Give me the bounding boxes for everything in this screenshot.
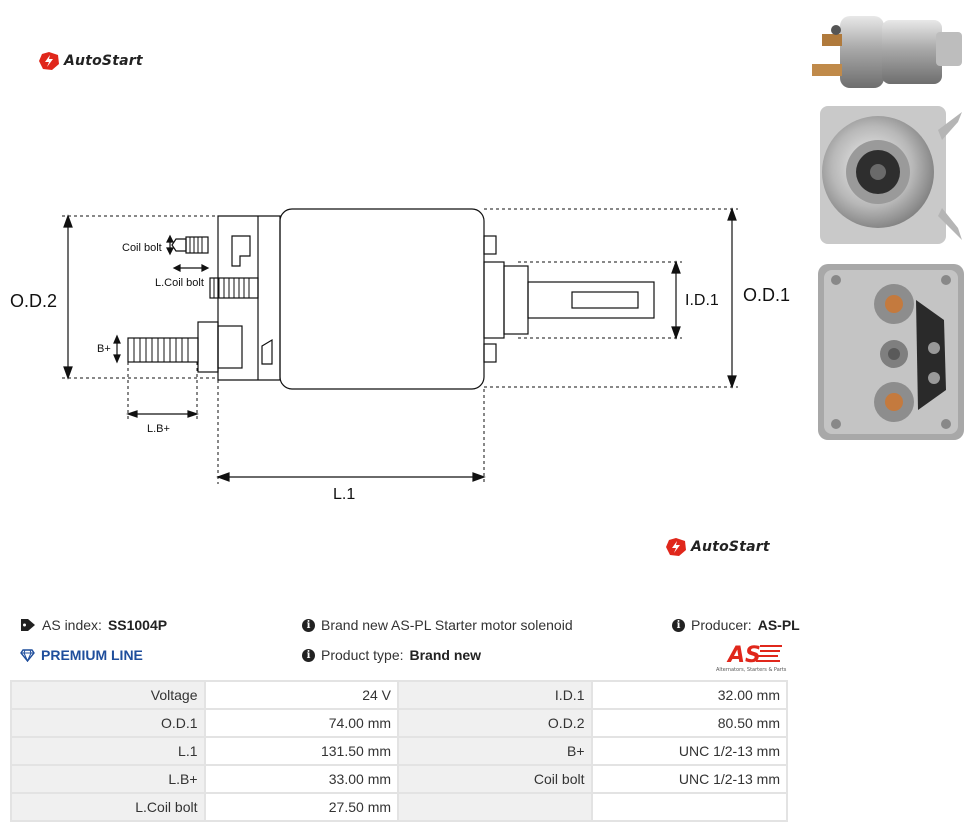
spec-label: Coil bolt	[397, 764, 593, 794]
table-row: O.D.1 74.00 mm O.D.2 80.50 mm	[10, 708, 788, 738]
as-pl-logo: AS Alternators, Starters & Parts	[716, 643, 787, 673]
autostart-logo-bottom: AutoStart	[665, 537, 770, 557]
spec-value	[590, 792, 788, 822]
info-icon: i	[672, 618, 685, 632]
diamond-icon	[20, 648, 35, 662]
autostart-logo: AutoStart	[38, 51, 143, 71]
solenoid-terminal-photo	[818, 264, 964, 440]
solenoid-body	[279, 208, 485, 390]
producer-label: Producer:	[691, 617, 752, 633]
spec-label: L.1	[10, 736, 206, 766]
spec-label: O.D.1	[10, 708, 206, 738]
tag-icon	[21, 619, 35, 631]
as-pl-logo-tagline: Alternators, Starters & Parts	[716, 667, 787, 673]
label-b-plus: B+	[97, 343, 111, 355]
label-od2: O.D.2	[10, 291, 57, 311]
spec-value: 80.50 mm	[590, 708, 788, 738]
table-row: L.Coil bolt 27.50 mm	[10, 792, 788, 822]
coil-bolt-shape	[185, 236, 209, 254]
table-row: Voltage 24 V I.D.1 32.00 mm	[10, 680, 788, 710]
spec-label: L.B+	[10, 764, 206, 794]
autostart-logo-icon	[39, 52, 59, 70]
spec-label	[397, 792, 593, 822]
spec-value: 33.00 mm	[203, 764, 400, 794]
spec-value: 32.00 mm	[590, 680, 788, 710]
producer: i Producer: AS-PL	[672, 617, 800, 633]
spec-value: 24 V	[203, 680, 400, 710]
label-l-coil-bolt: L.Coil bolt	[155, 277, 204, 289]
premium-line: PREMIUM LINE	[20, 647, 143, 663]
label-l1: L.1	[333, 486, 355, 503]
info-icon: i	[302, 618, 315, 632]
autostart-logo-text: AutoStart	[64, 53, 143, 69]
spec-label: O.D.2	[397, 708, 593, 738]
spec-table: Voltage 24 V I.D.1 32.00 mm O.D.1 74.00 …	[10, 680, 788, 822]
as-index-label: AS index:	[42, 617, 102, 633]
spec-label: Voltage	[10, 680, 206, 710]
spec-value: UNC 1/2-13 mm	[590, 736, 788, 766]
autostart-logo-icon	[666, 538, 686, 556]
spec-label: L.Coil bolt	[10, 792, 206, 822]
product-type-label: Product type:	[321, 647, 404, 663]
spec-value: UNC 1/2-13 mm	[590, 764, 788, 794]
as-pl-logo-mark: AS	[726, 643, 761, 668]
table-row: L.B+ 33.00 mm Coil bolt UNC 1/2-13 mm	[10, 764, 788, 794]
product-type-value: Brand new	[409, 647, 482, 663]
spec-label: B+	[397, 736, 593, 766]
spec-value: 27.50 mm	[203, 792, 400, 822]
solenoid-front-photo	[820, 106, 962, 244]
table-row: L.1 131.50 mm B+ UNC 1/2-13 mm	[10, 736, 788, 766]
autostart-logo-text: AutoStart	[691, 539, 770, 555]
product-description-text: Brand new AS-PL Starter motor solenoid	[321, 617, 573, 633]
label-l-b-plus: L.B+	[147, 423, 170, 435]
premium-line-label: PREMIUM LINE	[41, 647, 143, 663]
label-od1: O.D.1	[743, 285, 790, 305]
product-type: i Product type: Brand new	[302, 647, 481, 663]
spec-value: 74.00 mm	[203, 708, 400, 738]
plunger-shape	[527, 281, 655, 319]
label-coil-bolt: Coil bolt	[122, 242, 162, 254]
spec-value: 131.50 mm	[203, 736, 400, 766]
as-index-value: SS1004P	[107, 617, 168, 633]
label-id1: I.D.1	[685, 292, 719, 309]
solenoid-dimension-diagram: O.D.2 O.D.1 I.D.1 L.1 Coil bolt L.Coil b…	[10, 207, 790, 503]
producer-value: AS-PL	[757, 617, 800, 633]
as-index: AS index: SS1004P	[20, 617, 167, 633]
info-icon: i	[302, 648, 315, 662]
spec-label: I.D.1	[397, 680, 593, 710]
product-description: i Brand new AS-PL Starter motor solenoid	[302, 617, 573, 633]
solenoid-side-photo	[812, 16, 962, 88]
